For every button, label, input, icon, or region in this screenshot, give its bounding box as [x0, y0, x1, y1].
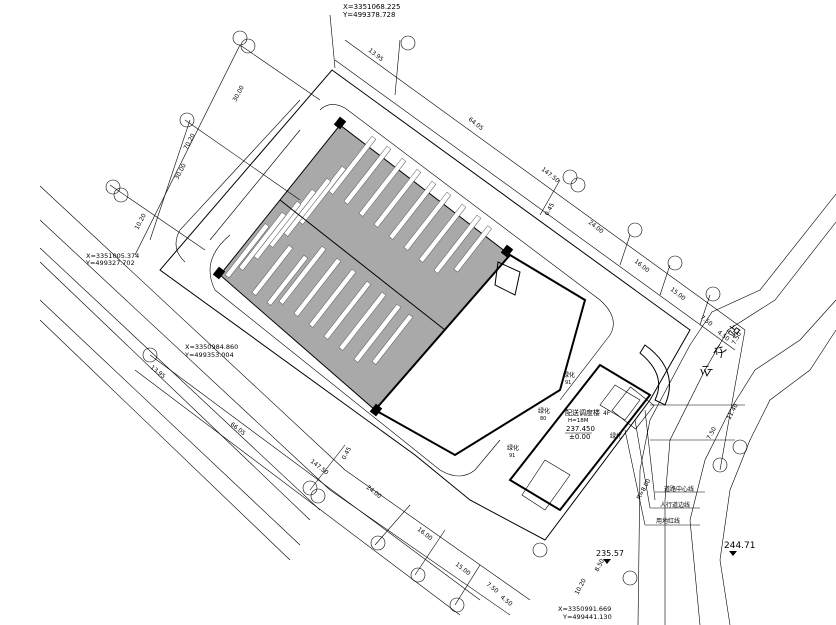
green-label-1: 绿化: [563, 371, 575, 379]
dim-bottom-1: 13.95: [149, 364, 167, 380]
building-outline: [373, 253, 587, 457]
spot-elevation: 244.71: [724, 541, 756, 551]
green-label-2: 绿化: [538, 407, 550, 415]
internal-road-outline: [209, 104, 614, 477]
dim-bottom-8: 4.50: [499, 594, 514, 608]
dim-bottom-2: 66.05: [229, 421, 247, 437]
dimension-lines-right: [650, 329, 746, 471]
legend-redline: 用地红线: [656, 517, 680, 525]
dim-low-1: 10.20: [574, 577, 588, 596]
coord-4-x: X=3350991.669: [558, 605, 611, 613]
site-boundary: [159, 69, 691, 541]
dispatch-building: [508, 363, 652, 512]
coord-2-y: Y=499327.702: [85, 259, 135, 267]
building-height: H=18M: [568, 418, 589, 424]
spot-elevation-2: 235.57: [596, 549, 624, 558]
road-lines-lower-left: [39, 185, 346, 561]
elevation-bottom: ±0.00: [569, 433, 590, 441]
dim-right-3: 7.50: [706, 426, 719, 441]
dim-left-3: 30.00: [174, 162, 188, 181]
dimension-lines-top: [329, 14, 746, 351]
green-label-4: 绿化: [610, 432, 622, 440]
dimension-lines-left: [109, 44, 321, 256]
road-lines-bottom: [329, 469, 531, 616]
green-label-1-n: 91: [565, 380, 571, 386]
dimension-lines-bottom: [134, 354, 481, 616]
coord-3-x: X=3350984.860: [185, 343, 238, 351]
dim-left-4: 10.20: [134, 212, 148, 231]
dim-bottom-7: 7.50: [485, 581, 500, 595]
floor-count: 4F: [603, 410, 611, 417]
green-label-3-n: 91: [509, 453, 515, 459]
dim-top-5: 16.00: [633, 258, 651, 274]
grid-axis-bubbles: [105, 30, 748, 613]
spot-elevation-2-marker: [603, 559, 611, 564]
radius-label: R=8.00: [636, 478, 653, 501]
parking-stalls: [224, 135, 492, 365]
legend-centerline: 道路中心线: [664, 485, 694, 493]
dim-bottom-3: 147.50: [309, 458, 330, 477]
coord-1-x: X=3351068.225: [343, 3, 400, 11]
curved-ramp: [639, 344, 670, 406]
coord-3-y: Y=499353.004: [184, 351, 234, 359]
dim-top-6: 15.00: [669, 286, 687, 302]
dim-top-7: 7.50: [699, 314, 714, 328]
dim-045-top: 0.45: [544, 202, 557, 217]
dim-top-3: 147.50: [540, 166, 561, 185]
dim-top-2: 64.05: [467, 116, 485, 132]
green-label-2-n: 80: [540, 416, 546, 422]
dim-left-1: 30.00: [232, 84, 246, 103]
building-label: 配送调度楼: [565, 408, 600, 417]
legend-sidewalk: 人行道边线: [660, 501, 690, 509]
dim-bottom-6: 15.00: [454, 561, 472, 577]
road-lines-right: [637, 193, 836, 625]
coord-2-x: X=3351005.374: [86, 252, 139, 260]
coord-1-y: Y=499378.728: [342, 11, 395, 19]
dim-top-4: 24.00: [587, 219, 605, 235]
coord-4-y: Y=499441.130: [562, 613, 612, 621]
dim-top-1: 13.95: [367, 47, 385, 63]
spot-elevation-marker: [729, 551, 737, 556]
green-label-3: 绿化: [507, 444, 519, 452]
elevation-top: 237.450: [566, 425, 595, 433]
dim-bottom-4: 24.00: [365, 484, 383, 500]
dim-bottom-5: 16.00: [416, 526, 434, 542]
